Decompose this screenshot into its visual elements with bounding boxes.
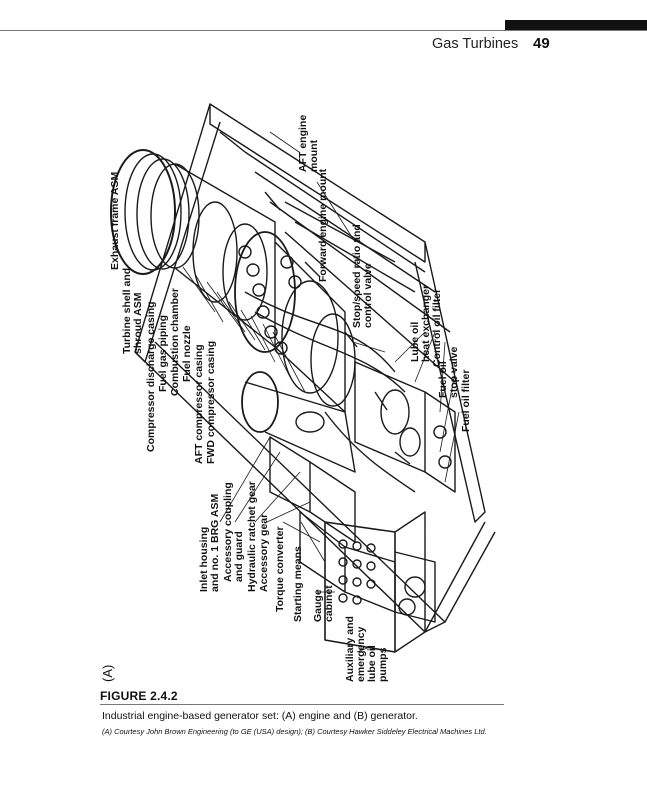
figure-label: AFT compressor casing bbox=[193, 344, 205, 464]
running-head: Gas Turbines bbox=[432, 36, 519, 52]
panel-label: (A) bbox=[100, 664, 115, 682]
figure-label: Fuel gas piping bbox=[157, 314, 169, 392]
figure-label: Combustion chamber bbox=[169, 288, 181, 396]
engine-drawing bbox=[110, 103, 496, 653]
figure-label: Hydraulic ratchet gear bbox=[246, 481, 258, 592]
figure-label: Exhaust frame ASM bbox=[109, 171, 121, 270]
figure-label: Forward engine mount bbox=[317, 168, 329, 282]
caption-rule bbox=[100, 704, 504, 705]
figure-label: Fuel oil filter bbox=[460, 369, 472, 432]
figure-label: Starting means bbox=[292, 546, 304, 622]
page-number: 49 bbox=[533, 35, 550, 52]
figure-credit: (A) Courtesy John Brown Engineering (to … bbox=[102, 727, 487, 736]
figure-label: FWD compressor casing bbox=[205, 340, 217, 464]
figure-label: Fuel nozzle bbox=[181, 325, 193, 382]
figure-number: FIGURE 2.4.2 bbox=[100, 689, 178, 703]
figure-caption: Industrial engine-based generator set: (… bbox=[102, 710, 418, 722]
figure-label: Compressor discharge casing bbox=[145, 301, 157, 452]
header-rule bbox=[0, 30, 647, 31]
figure-label: Torque converter bbox=[274, 526, 286, 612]
figure-label: Accessory gear bbox=[258, 513, 270, 592]
header-bar bbox=[505, 20, 647, 31]
